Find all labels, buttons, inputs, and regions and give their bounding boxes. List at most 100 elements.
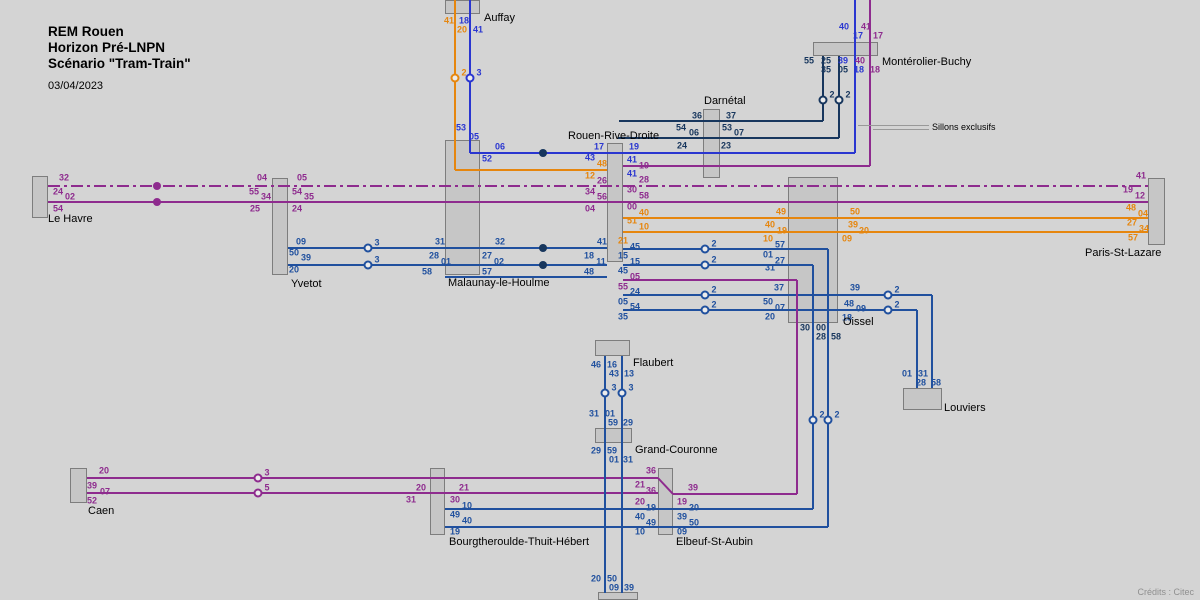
frequency-label: 2 xyxy=(711,254,717,265)
frequency-label: 2 xyxy=(894,299,900,310)
minute-label: 31 xyxy=(434,236,446,247)
minute-label: 41 xyxy=(1135,170,1147,181)
minute-label: 01 xyxy=(608,454,620,465)
minute-label: 28 xyxy=(638,174,650,185)
minute-label: 31 xyxy=(917,368,929,379)
minute-label: 35 xyxy=(617,311,629,322)
minute-label: 01 xyxy=(762,249,774,260)
minute-label: 50 xyxy=(606,573,618,584)
line-segment xyxy=(873,129,929,130)
frequency-label: 2 xyxy=(461,67,467,78)
minute-label: 28 xyxy=(915,377,927,388)
minute-label: 18 xyxy=(853,64,865,75)
minute-label: 31 xyxy=(588,408,600,419)
minute-label: 29 xyxy=(622,417,634,428)
minute-label: 31 xyxy=(622,454,634,465)
minute-label: 59 xyxy=(607,417,619,428)
diagram-date: 03/04/2023 xyxy=(48,80,104,92)
minute-label: 31 xyxy=(405,494,417,505)
minute-label: 20 xyxy=(764,311,776,322)
minute-label: 27 xyxy=(481,250,493,261)
minute-label: 07 xyxy=(99,486,111,497)
frequency-circle xyxy=(363,243,373,253)
minute-label: 34 xyxy=(584,186,596,197)
minute-label: 04 xyxy=(256,172,268,183)
line-segment xyxy=(827,249,829,527)
minute-label: 48 xyxy=(843,298,855,309)
line-segment xyxy=(288,264,607,266)
minute-label: 27 xyxy=(774,255,786,266)
line-segment xyxy=(916,310,918,388)
minute-label: 09 xyxy=(676,526,688,537)
station-box-yvetot xyxy=(272,178,288,275)
sillons-exclusifs-annotation: Sillons exclusifs xyxy=(932,122,996,132)
minute-label: 11 xyxy=(596,256,606,267)
minute-label: 37 xyxy=(725,110,737,121)
minute-label: 02 xyxy=(493,256,505,267)
minute-label: 20 xyxy=(456,24,468,35)
minute-label: 19 xyxy=(449,526,461,537)
minute-label: 39 xyxy=(300,252,312,263)
minute-label: 49 xyxy=(449,509,461,520)
frequency-circle xyxy=(363,260,373,270)
line-segment xyxy=(623,217,1148,219)
frequency-label: 3 xyxy=(476,67,482,78)
minute-label: 18 xyxy=(583,250,595,261)
station-label-le-havre: Le Havre xyxy=(48,213,93,225)
frequency-label: 5 xyxy=(264,482,270,493)
station-label-paris-st-lazare: Paris-St-Lazare xyxy=(1085,247,1162,259)
minute-label: 27 xyxy=(1126,217,1138,228)
minute-label: 24 xyxy=(629,286,641,297)
frequency-circle xyxy=(700,305,710,315)
station-label-yvetot: Yvetot xyxy=(291,278,322,290)
minute-label: 39 xyxy=(687,482,699,493)
line-segment xyxy=(48,201,1148,203)
minute-label: 55 xyxy=(248,186,260,197)
frequency-label: 2 xyxy=(711,284,717,295)
frequency-label: 2 xyxy=(894,284,900,295)
minute-label: 26 xyxy=(596,175,608,186)
frequency-circle xyxy=(700,260,710,270)
minute-label: 02 xyxy=(64,191,76,202)
minute-label: 00 xyxy=(815,322,827,333)
frequency-circle xyxy=(883,305,893,315)
minute-label: 10 xyxy=(461,500,473,511)
minute-label: 57 xyxy=(481,266,493,277)
diagram-title: REM Rouen Horizon Pré-LNPN Scénario "Tra… xyxy=(48,24,191,72)
minute-label: 24 xyxy=(52,186,64,197)
minute-label: 10 xyxy=(762,233,774,244)
frequency-label: 2 xyxy=(711,238,717,249)
frequency-circle xyxy=(818,95,828,105)
minute-label: 24 xyxy=(676,140,688,151)
minute-label: 58 xyxy=(638,190,650,201)
frequency-circle xyxy=(465,73,475,83)
minute-label: 32 xyxy=(58,172,70,183)
station-label-grand-couronne: Grand-Couronne xyxy=(635,444,718,456)
frequency-label: 3 xyxy=(374,254,380,265)
minute-label: 20 xyxy=(634,496,646,507)
frequency-label: 2 xyxy=(711,299,717,310)
line-segment xyxy=(604,356,606,593)
minute-label: 21 xyxy=(634,479,646,490)
minute-label: 40 xyxy=(461,515,473,526)
minute-label: 41 xyxy=(860,21,872,32)
minute-label: 07 xyxy=(774,302,786,313)
station-box-flaubert xyxy=(595,340,630,356)
line-segment xyxy=(87,477,658,479)
minute-label: 17 xyxy=(593,141,605,152)
minute-label: 19 xyxy=(645,502,657,513)
frequency-label: 3 xyxy=(264,467,270,478)
minute-label: 55 xyxy=(617,281,629,292)
line-segment xyxy=(445,526,828,528)
minute-label: 39 xyxy=(623,582,635,593)
station-label-monterolier-buchy: Montérolier-Buchy xyxy=(882,56,972,68)
station-label-caen: Caen xyxy=(88,505,115,517)
minute-label: 12 xyxy=(1134,190,1146,201)
minute-label: 30 xyxy=(799,322,811,333)
minute-label: 28 xyxy=(815,331,827,342)
minute-label: 39 xyxy=(849,282,861,293)
minute-label: 50 xyxy=(688,517,700,528)
frequency-circle xyxy=(834,95,844,105)
line-segment xyxy=(623,264,813,266)
